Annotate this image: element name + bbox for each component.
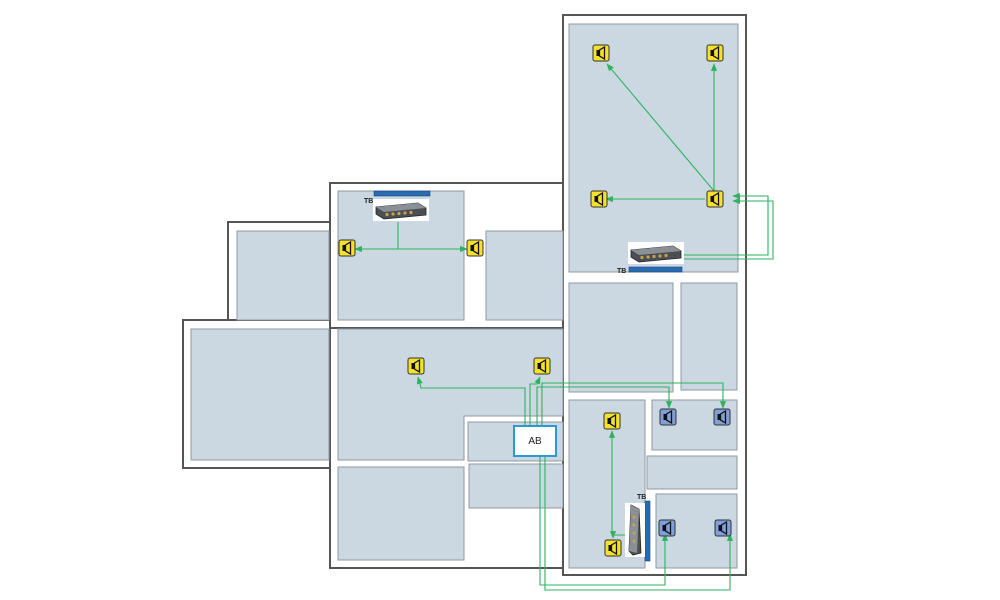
terminal-bar [373, 190, 431, 197]
terminal-label: TB [364, 198, 373, 205]
loudspeaker-icon[interactable] [714, 519, 732, 537]
loudspeaker-icon[interactable] [592, 44, 610, 62]
terminal-label: TB [637, 494, 646, 501]
loudspeaker-icon[interactable] [713, 408, 731, 426]
loudspeaker-icon[interactable] [590, 190, 608, 208]
loudspeaker-icon[interactable] [659, 408, 677, 426]
terminal-label: TB [617, 268, 626, 275]
amplifier-device-icon [627, 241, 685, 265]
loudspeaker-icon[interactable] [603, 412, 621, 430]
loudspeaker-icon[interactable] [658, 519, 676, 537]
room [337, 466, 465, 561]
rooms [190, 23, 739, 569]
room [337, 328, 564, 461]
room [190, 328, 330, 461]
amplifier-device-icon [624, 502, 646, 558]
loudspeaker-icon[interactable] [338, 239, 356, 257]
room [468, 463, 564, 509]
room [236, 230, 330, 321]
room [646, 455, 738, 490]
terminal-bar [628, 266, 683, 273]
loudspeaker-icon[interactable] [533, 357, 551, 375]
room [680, 282, 738, 391]
terminal-bar [644, 500, 651, 562]
room [568, 23, 739, 273]
loudspeaker-icon[interactable] [466, 239, 484, 257]
ab-panel[interactable]: AB [513, 425, 557, 457]
loudspeaker-icon[interactable] [706, 190, 724, 208]
room [485, 230, 564, 321]
loudspeaker-icon[interactable] [407, 357, 425, 375]
loudspeaker-icon[interactable] [604, 539, 622, 557]
ab-panel-label: AB [528, 436, 542, 447]
room [568, 282, 674, 393]
amplifier-device-icon [372, 198, 430, 222]
loudspeaker-icon[interactable] [706, 44, 724, 62]
